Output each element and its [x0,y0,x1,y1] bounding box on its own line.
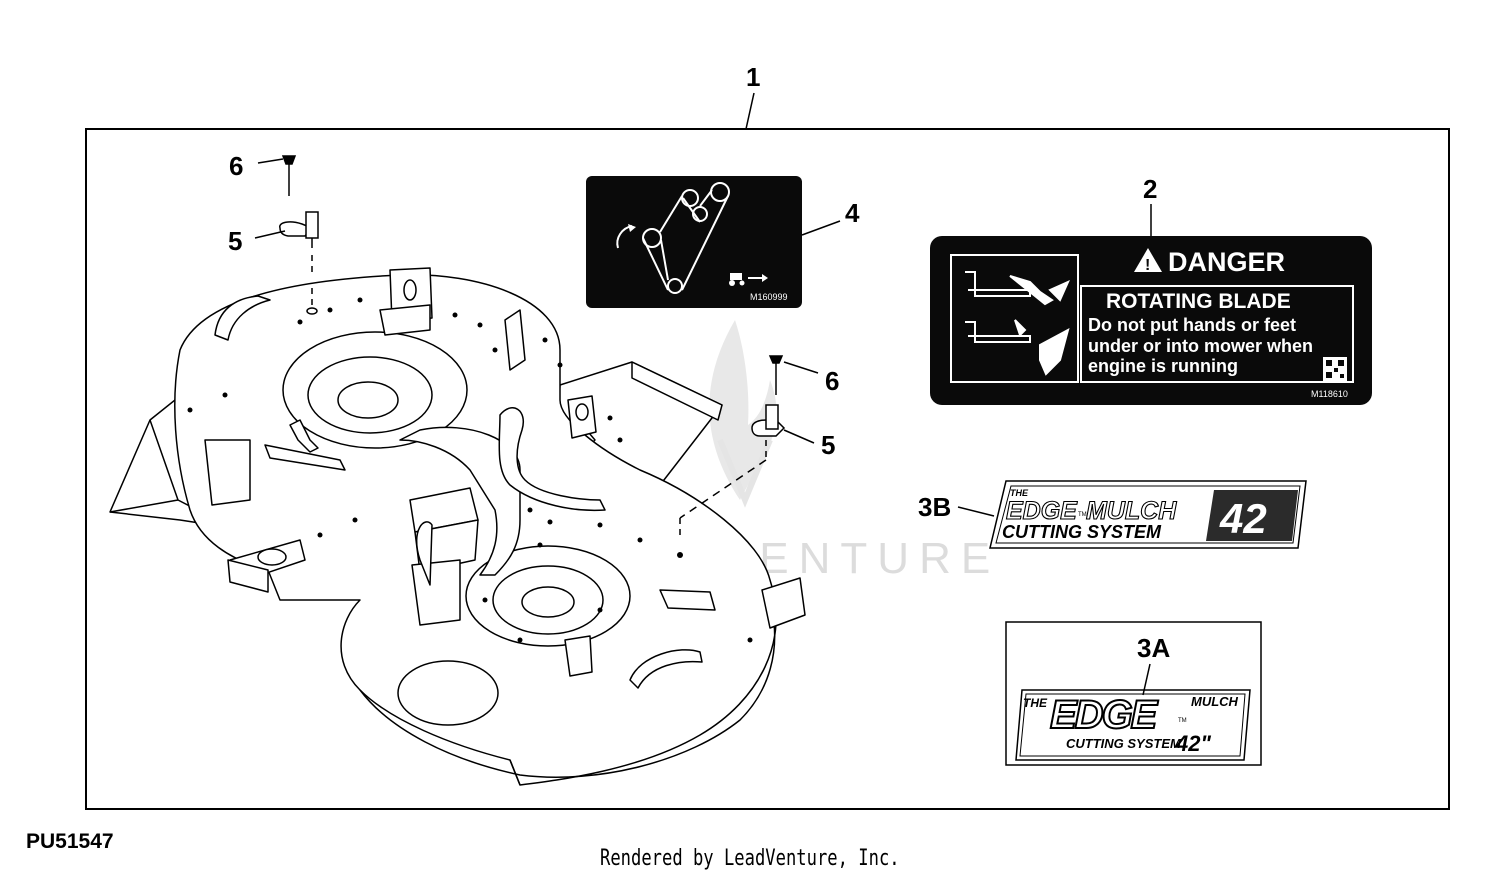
leader-6-right [783,361,819,374]
warning-exclaim: ! [1145,257,1150,274]
front-right-bracket [761,577,806,629]
callout-6-right: 6 [825,366,839,396]
decal-3b-the: THE [1010,488,1029,498]
bracket-left [204,439,251,506]
danger-line-3: engine is running [1088,356,1238,376]
decal-3b-size: 42 [1219,495,1267,542]
leader-3a [1142,663,1151,696]
leader-1 [745,92,755,130]
decal-3a-system: CUTTING SYSTEM [1066,736,1182,751]
right-vertical-bracket [504,309,526,371]
rotation-arrow-icon [628,224,636,232]
pulley-bottom [667,278,683,294]
callout-3b: 3B [918,492,951,522]
danger-line-1: Do not put hands or feet [1088,315,1296,335]
deck-front-hump [397,660,499,726]
danger-title: DANGER [1168,247,1285,277]
blade-hazard-pictogram [965,271,1070,376]
decal-3b-brand: EDGE [1006,497,1078,525]
decal-3a-mulch: MULCH [1191,694,1239,709]
danger-line-2: under or into mower when [1088,336,1313,356]
washer [257,548,287,566]
leader-6-left [257,158,284,164]
rendered-by-footer: Rendered by LeadVenture, Inc. [600,846,900,871]
tractor-forward-icon [729,273,768,286]
leader-4 [801,220,841,236]
warning-triangle-icon [1134,248,1162,272]
decal-3b-system: CUTTING SYSTEM [1002,522,1162,542]
fastener-right [679,355,786,540]
fastener-left [279,155,319,315]
deck-holes [187,297,753,643]
decal-3a-brand: EDGE [1050,693,1159,737]
danger-subtitle: ROTATING BLADE [1106,290,1291,313]
leader-5-left [254,230,286,239]
danger-code: M118610 [1311,389,1348,399]
deck-handle [214,295,271,341]
callout-6-left: 6 [229,151,243,181]
callout-2: 2 [1143,174,1157,204]
decal-3a-the: THE [1023,696,1048,710]
decal-3b-tm: TM [1078,512,1087,518]
callout-5-right: 5 [821,430,835,460]
figure-id: PU51547 [26,830,114,853]
decal-3a: THE EDGE TM MULCH CUTTING SYSTEM 42" [1005,621,1262,766]
assembly-frame [85,128,1450,810]
callout-4: 4 [845,198,860,228]
decal-3a-tm: TM [1178,718,1187,724]
decal-3a-size: 42" [1175,731,1211,756]
pulley-top-left [681,189,699,207]
front-handle [629,649,703,689]
callout-3a: 3A [1137,633,1170,663]
mower-deck [109,267,806,786]
qr-code-icon [1323,357,1347,381]
decal-3b: THE EDGE TM MULCH CUTTING SYSTEM 42 [989,480,1307,549]
decal-4-code: M160999 [750,292,788,302]
belt-routing-decal: M160999 [586,176,802,308]
cap-screw-6-right [768,355,784,364]
danger-decal: ! DANGER ROTATING BLADE Do not put hands… [930,236,1372,405]
cap-screw-6-left [281,155,297,165]
callout-1: 1 [746,62,760,92]
leader-3b [957,506,995,517]
callout-5-left: 5 [228,226,242,256]
leader-5-right [783,429,815,444]
decal-3b-mulch: MULCH [1086,497,1177,525]
